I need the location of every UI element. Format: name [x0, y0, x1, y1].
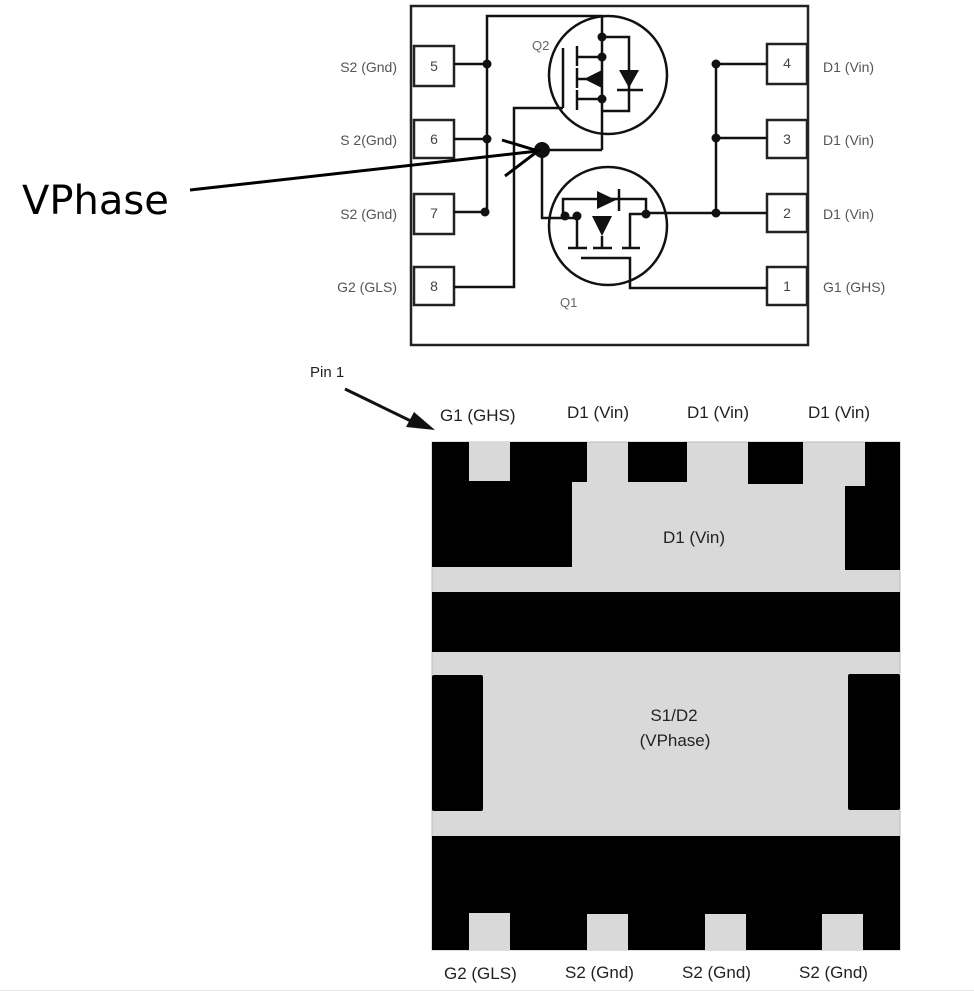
phase-pad-label-line2: (VPhase) — [640, 731, 711, 750]
pin1-arrowhead-icon — [406, 412, 435, 430]
phase-node — [534, 142, 602, 220]
pin-box-4 — [765, 42, 809, 86]
pin-box-2 — [765, 192, 809, 234]
top-metal-tab-3 — [748, 442, 803, 484]
schematic-package-outline — [409, 4, 810, 347]
gate2-wire — [454, 106, 563, 289]
bottom-pin-label-4: S2 (Gnd) — [799, 963, 868, 982]
pin-number-3: 3 — [783, 131, 791, 147]
q2-mosfet-symbol — [547, 14, 669, 150]
top-metal-tab-2 — [628, 442, 687, 482]
right-side-pad — [848, 674, 900, 810]
pin-number-1: 1 — [783, 278, 791, 294]
pin1-arrow — [344, 387, 416, 425]
pin-number-5: 5 — [430, 58, 438, 74]
transistor-label-q1: Q1 — [560, 295, 577, 310]
drain-bus-wires — [646, 59, 767, 218]
pin-box-1 — [765, 265, 809, 307]
schematic: 5 6 7 8 4 3 2 1 S2 (Gnd) S 2(Gnd) S2 (Gn… — [337, 4, 885, 347]
top-pin-label-1: G1 (GHS) — [440, 406, 516, 425]
phase-pad-label-line1: S1/D2 — [650, 706, 697, 725]
package-footprint: Pin 1 G1 (GHS) D1 (Vin) D1 (Vin) D1 (Vin… — [310, 364, 901, 983]
pin-label-7: S2 (Gnd) — [340, 206, 397, 222]
vphase-callout-label: VPhase — [22, 178, 169, 224]
pin-number-4: 4 — [783, 55, 791, 71]
pin-number-6: 6 — [430, 131, 438, 147]
top-pin-label-2: D1 (Vin) — [567, 403, 629, 422]
middle-metal-bar — [432, 592, 900, 652]
bottom-pin-label-3: S2 (Gnd) — [682, 963, 751, 982]
top-pin-label-3: D1 (Vin) — [687, 403, 749, 422]
vphase-arrowhead-icon — [501, 138, 542, 178]
pin-number-8: 8 — [430, 278, 438, 294]
right-top-metal — [845, 442, 900, 570]
q1-mosfet-symbol — [547, 165, 767, 290]
bottom-pin-label-2: S2 (Gnd) — [565, 963, 634, 982]
bottom-pad-gap-1 — [469, 913, 510, 950]
pin-label-4: D1 (Vin) — [823, 59, 874, 75]
left-side-pad — [432, 675, 483, 811]
source-bus-wires — [454, 14, 604, 217]
gate1-pad-gap — [469, 442, 510, 481]
pin-label-8: G2 (GLS) — [337, 279, 397, 295]
bottom-pad-gap-2 — [587, 914, 628, 950]
pin-number-7: 7 — [430, 205, 438, 221]
vphase-callout: VPhase — [22, 138, 542, 224]
top-pin-label-4: D1 (Vin) — [808, 403, 870, 422]
pin1-marker-label: Pin 1 — [310, 364, 344, 381]
drain-pad-label: D1 (Vin) — [663, 528, 725, 547]
pin-label-1: G1 (GHS) — [823, 279, 885, 295]
pin-box-7 — [412, 192, 456, 236]
transistor-label-q2: Q2 — [532, 38, 549, 53]
pin-number-2: 2 — [783, 205, 791, 221]
pin-box-6 — [412, 118, 456, 160]
pin-label-2: D1 (Vin) — [823, 206, 874, 222]
bottom-divider — [0, 990, 974, 991]
bottom-pad-gap-4 — [822, 914, 863, 950]
bottom-pad-gap-3 — [705, 914, 746, 950]
pin-label-5: S2 (Gnd) — [340, 59, 397, 75]
bottom-pin-label-1: G2 (GLS) — [444, 964, 517, 983]
pin-box-5 — [412, 44, 456, 88]
pin-label-3: D1 (Vin) — [823, 132, 874, 148]
pin-label-6: S 2(Gnd) — [340, 132, 397, 148]
vphase-callout-arrow — [189, 149, 539, 192]
